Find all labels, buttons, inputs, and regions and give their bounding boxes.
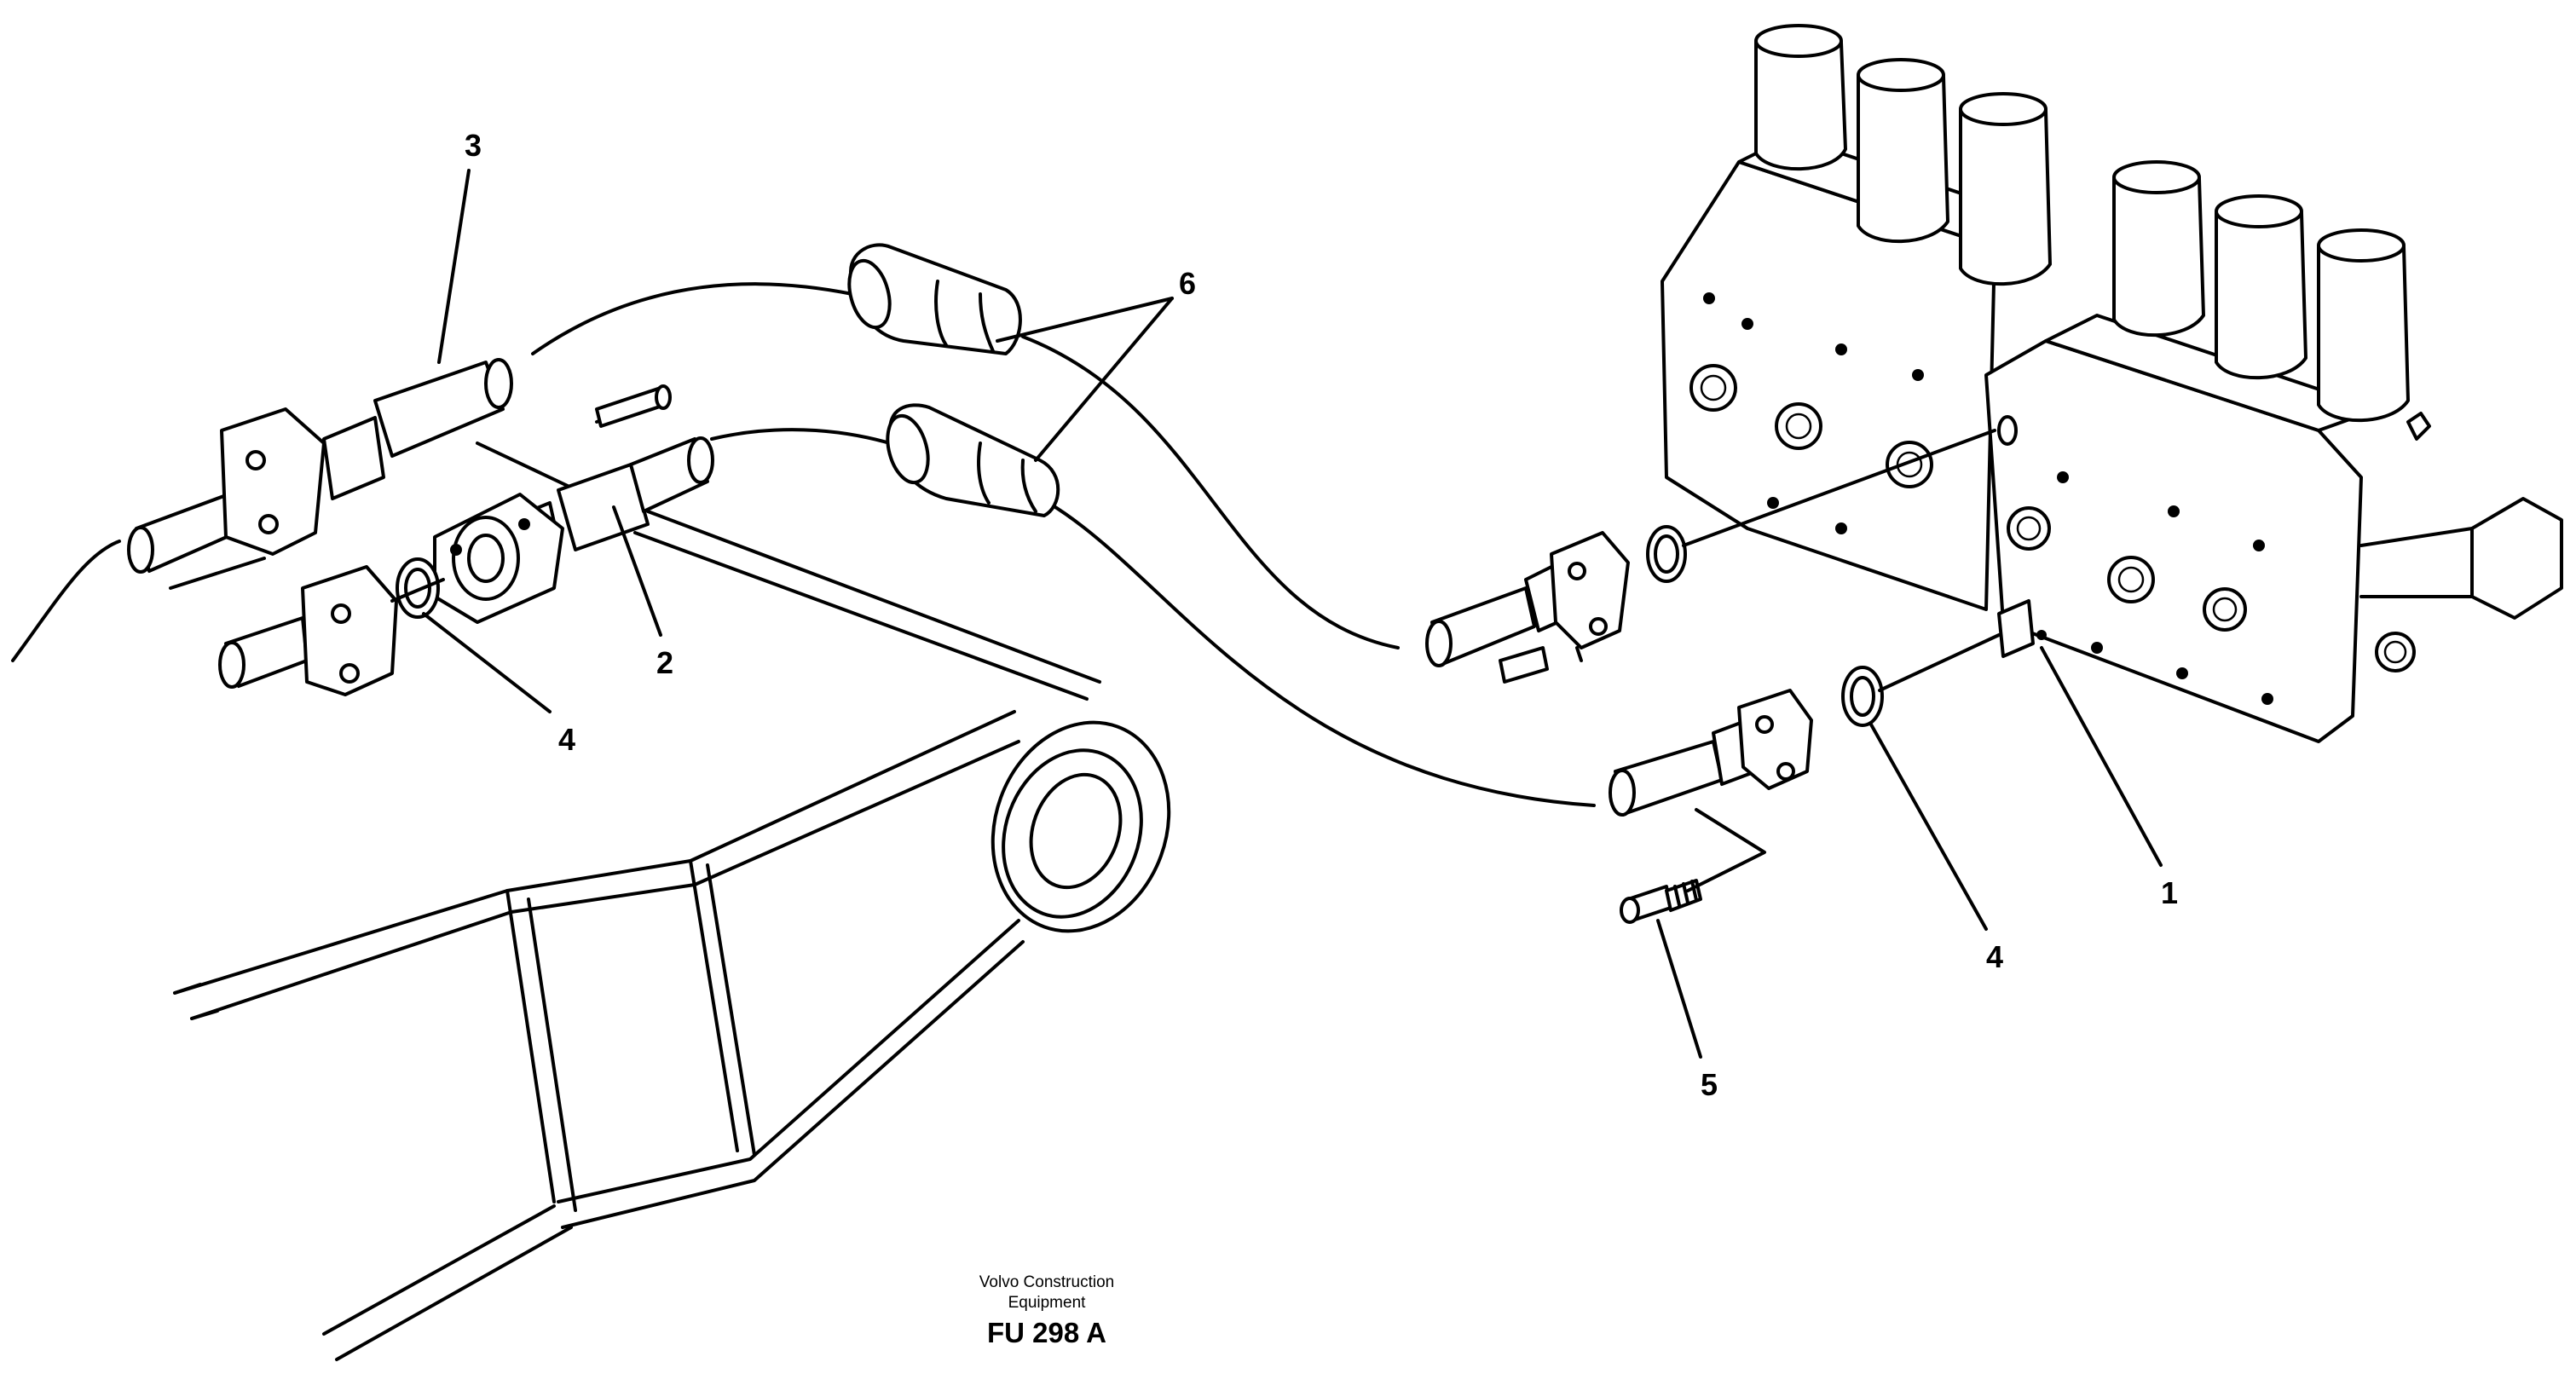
hose-fitting-upper-left [127, 358, 513, 574]
o-ring-lower-right [1841, 666, 1884, 727]
callout-labels: 1 2 3 4 4 5 6 [465, 128, 2178, 1102]
hose-protection-sleeve-lower [886, 403, 1060, 517]
callout-3: 3 [465, 128, 482, 163]
hydraulic-hoses [11, 282, 1596, 807]
solenoid-caps [1754, 24, 2431, 441]
callout-2: 2 [656, 645, 673, 680]
diagram-footer: Volvo Construction Equipment FU 298 A [979, 1273, 1114, 1348]
hose-fitting-lower-right [1609, 689, 1813, 817]
leader-lines [169, 169, 2163, 1059]
credit-line-2: Equipment [1008, 1294, 1087, 1312]
hose-fitting-lower-left [218, 565, 445, 696]
split-flange-left [433, 493, 564, 624]
boom-arm [173, 442, 1171, 1361]
control-valve-block [1661, 135, 2563, 743]
callout-4-left: 4 [558, 722, 575, 757]
o-ring-upper-right [1646, 525, 1687, 583]
hose-protection-sleeve-upper [847, 243, 1022, 355]
callout-4-right: 4 [1986, 939, 2003, 974]
figure-code: FU 298 A [987, 1317, 1106, 1348]
callout-5: 5 [1701, 1067, 1718, 1102]
o-ring-left [396, 557, 440, 619]
callout-6: 6 [1179, 266, 1196, 301]
credit-line-1: Volvo Construction [979, 1273, 1114, 1291]
callout-1: 1 [2161, 875, 2178, 910]
bolt-right [1620, 879, 1702, 924]
hose-fitting-upper-right [1425, 531, 1630, 684]
